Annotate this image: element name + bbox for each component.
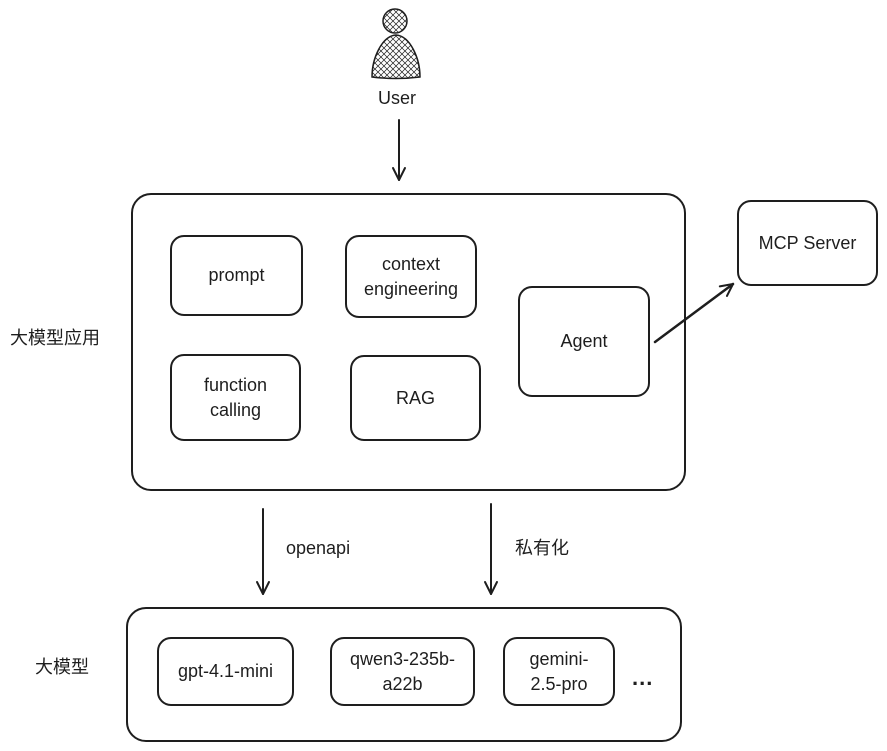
node-gpt-4-1-mini-line-1: gpt-4.1-mini	[177, 661, 274, 681]
node-function-calling-line-1: function	[203, 374, 268, 395]
node-context-engineering-line-2: engineering	[363, 278, 459, 299]
user-label: User	[377, 88, 416, 108]
node-prompt: prompt	[170, 235, 303, 316]
user-icon-head	[382, 8, 408, 34]
node-qwen3-235b-a22b-text: qwen3-235b- a22b	[350, 647, 455, 697]
node-qwen3-235b-a22b-line-2: a22b	[382, 673, 423, 694]
node-rag: RAG	[350, 355, 481, 441]
model-layer-container	[126, 607, 682, 742]
model-layer-label: 大模型	[35, 657, 89, 677]
user-icon	[371, 8, 421, 80]
node-agent-text: Agent	[560, 329, 607, 354]
node-context-engineering-text: context engineering	[364, 252, 458, 302]
app-layer-label: 大模型应用	[10, 328, 100, 348]
node-gpt-4-1-mini-text: gpt-4.1-mini	[178, 659, 273, 684]
more-models-ellipsis: ...	[632, 665, 654, 690]
node-context-engineering: context engineering	[345, 235, 477, 318]
node-function-calling-text: function calling	[204, 373, 267, 423]
node-gemini-2-5-pro: gemini- 2.5-pro	[503, 637, 615, 706]
node-rag-text: RAG	[396, 386, 435, 411]
node-function-calling-line-2: calling	[209, 399, 261, 420]
node-function-calling: function calling	[170, 354, 301, 441]
node-gemini-2-5-pro-line-2: 2.5-pro	[530, 673, 588, 694]
node-qwen3-235b-a22b-line-1: qwen3-235b-	[349, 648, 456, 669]
node-agent: Agent	[518, 286, 650, 397]
node-qwen3-235b-a22b: qwen3-235b- a22b	[330, 637, 475, 706]
edge-label-openapi: openapi	[286, 538, 351, 558]
node-context-engineering-line-1: context	[381, 253, 441, 274]
app-layer-container	[131, 193, 686, 491]
node-rag-line-1: RAG	[395, 387, 435, 408]
node-gemini-2-5-pro-text: gemini- 2.5-pro	[529, 647, 588, 697]
node-mcp-server: MCP Server	[737, 200, 878, 286]
node-mcp-server-line-1: MCP Server	[758, 232, 857, 253]
user-icon-body	[371, 34, 421, 80]
node-agent-line-1: Agent	[560, 331, 608, 351]
node-prompt-line-1: prompt	[208, 265, 265, 285]
node-gemini-2-5-pro-line-1: gemini-	[529, 648, 589, 669]
edge-label-private: 私有化	[515, 538, 569, 558]
node-prompt-text: prompt	[208, 263, 264, 288]
node-mcp-server-text: MCP Server	[759, 231, 857, 256]
node-gpt-4-1-mini: gpt-4.1-mini	[157, 637, 294, 706]
